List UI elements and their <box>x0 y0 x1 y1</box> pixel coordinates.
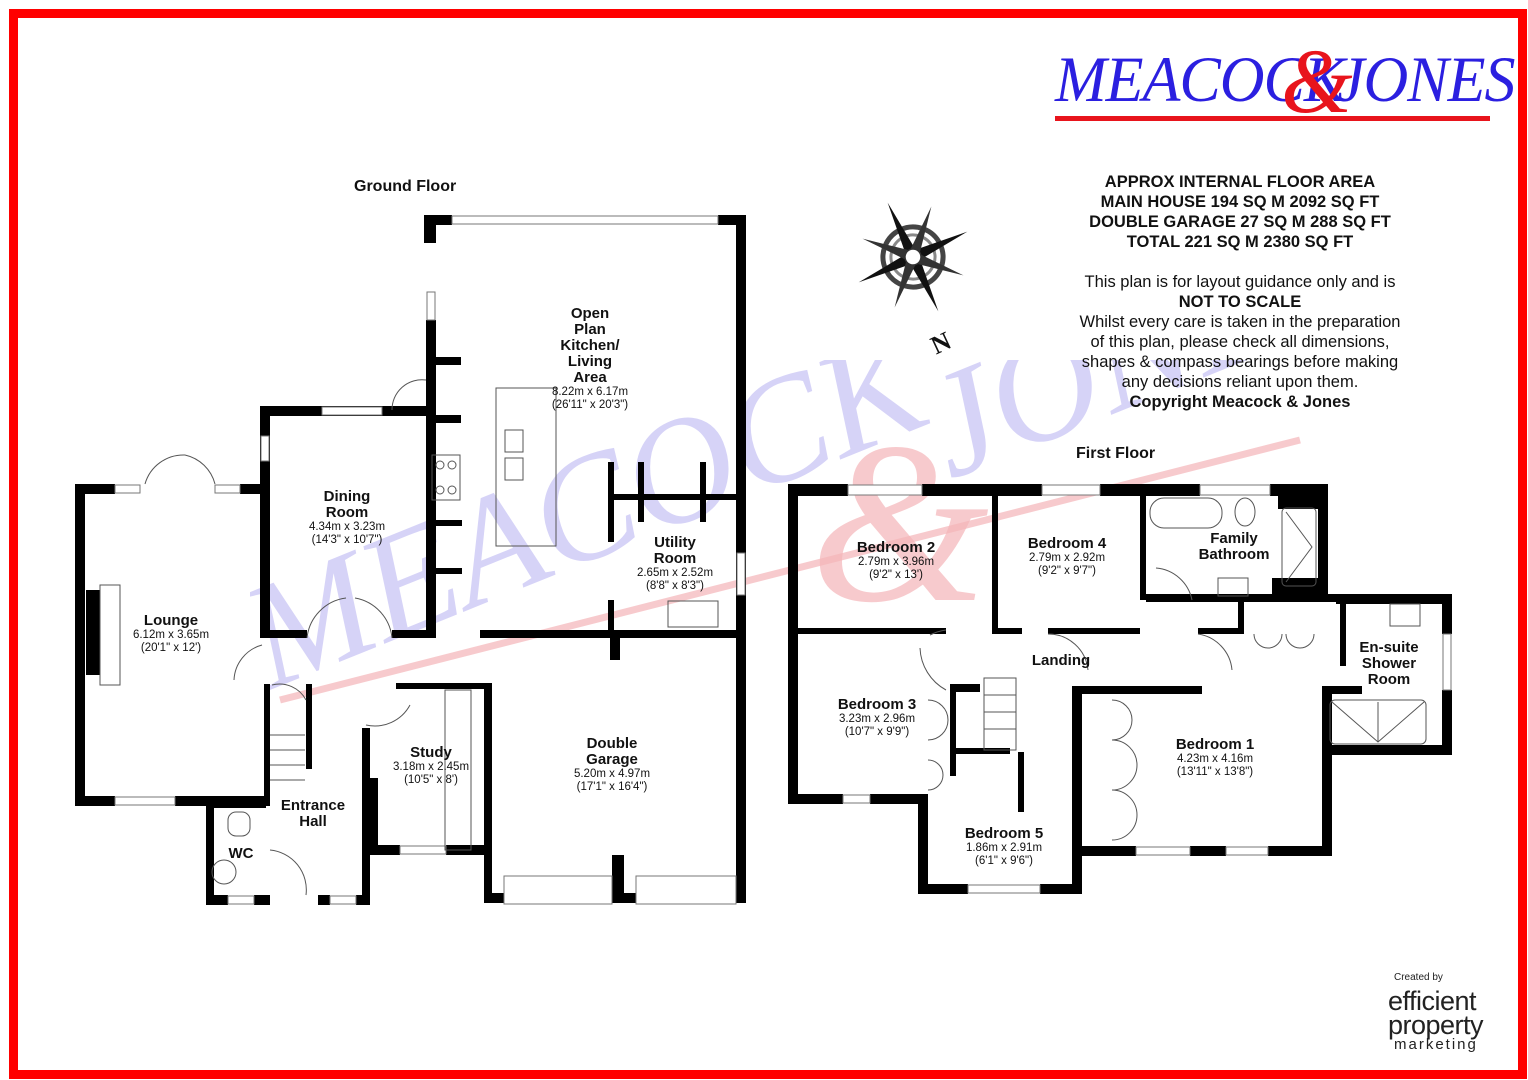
area-line: TOTAL 221 SQ M 2380 SQ FT <box>1126 233 1354 251</box>
room-bedroom-4: Bedroom 4 2.79m x 2.92m (9'2" x 9'7") <box>1027 535 1107 578</box>
disclaimer-line: any decisions reliant upon them. <box>1121 373 1359 391</box>
disclaimer: This plan is for layout guidance only an… <box>1040 272 1440 412</box>
first-floor-title: First Floor <box>1076 445 1156 462</box>
credit-logo-line2: property <box>1388 1010 1484 1040</box>
logo-ampersand: & <box>1281 30 1353 132</box>
area-line: DOUBLE GARAGE 27 SQ M 288 SQ FT <box>1089 213 1391 231</box>
room-wc: WC <box>228 845 254 862</box>
logo-name-right: JONES <box>1337 44 1516 116</box>
room-bedroom-2: Bedroom 2 2.79m x 3.96m (9'2" x 13') <box>856 539 936 582</box>
disclaimer-line: of this plan, please check all dimension… <box>1090 333 1390 351</box>
room-family-bathroom: Family Bathroom <box>1198 530 1270 563</box>
disclaimer-line: Whilst every care is taken in the prepar… <box>1079 313 1401 331</box>
ground-floor-title: Ground Floor <box>354 178 457 195</box>
not-to-scale-label: NOT TO SCALE <box>1178 293 1302 311</box>
logo-name-left: MEACOCK <box>1055 44 1345 116</box>
copyright: Copyright Meacock & Jones <box>1129 393 1351 411</box>
room-bedroom-5: Bedroom 5 1.86m x 2.91m (6'1" x 9'6") <box>964 825 1044 868</box>
credit-logo-line3: marketing <box>1394 1036 1478 1053</box>
area-line: MAIN HOUSE 194 SQ M 2092 SQ FT <box>1100 193 1380 211</box>
created-by-label: Created by <box>1394 972 1443 983</box>
room-entrance-hall: Entrance Hall <box>280 797 346 830</box>
room-double-garage: Double Garage 5.20m x 4.97m (17'1" x 16'… <box>573 735 651 794</box>
credit-logo-line1: efficient <box>1388 986 1477 1016</box>
logo-underline <box>1055 116 1490 121</box>
room-lounge: Lounge 6.12m x 3.65m (20'1" x 12') <box>132 612 210 655</box>
brand-logo: MEACOCK & JONES <box>1055 31 1516 131</box>
compass-rose-icon: N <box>858 202 968 360</box>
room-kitchen-living: Open Plan Kitchen/ Living Area 8.22m x 6… <box>551 305 629 412</box>
area-line: APPROX INTERNAL FLOOR AREA <box>1104 173 1376 191</box>
disclaimer-line: shapes & compass bearings before making <box>1081 353 1399 371</box>
room-ensuite: En-suite Shower Room <box>1359 639 1419 688</box>
room-bedroom-3: Bedroom 3 3.23m x 2.96m (10'7" x 9'9") <box>837 696 917 739</box>
creator-credit: Created by efficient property marketing <box>1388 972 1508 1053</box>
room-utility: Utility Room 2.65m x 2.52m (8'8" x 8'3") <box>636 534 714 593</box>
room-study: Study 3.18m x 2.45m (10'5" x 8') <box>392 744 470 787</box>
floor-area-info: APPROX INTERNAL FLOOR AREA MAIN HOUSE 19… <box>1040 172 1440 412</box>
disclaimer-line: This plan is for layout guidance only an… <box>1084 273 1396 291</box>
room-bedroom-1: Bedroom 1 4.23m x 4.16m (13'11" x 13'8") <box>1175 736 1255 779</box>
page-border <box>9 9 1527 1079</box>
room-landing: Landing <box>1031 652 1091 669</box>
room-dining: Dining Room 4.34m x 3.23m (14'3" x 10'7"… <box>308 488 386 547</box>
